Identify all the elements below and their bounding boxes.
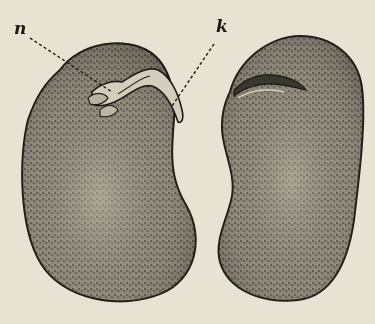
label-n: n <box>14 19 26 39</box>
label-k: k <box>216 17 228 37</box>
pointer-line-k <box>172 44 214 106</box>
right-seed-half <box>219 36 364 301</box>
